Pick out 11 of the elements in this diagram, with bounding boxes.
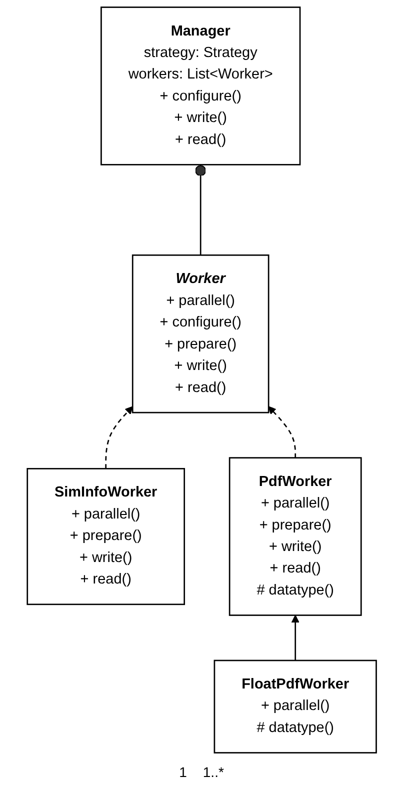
connector	[194, 164, 206, 256]
node-box: SimInfoWorker + parallel() + prepare() + write() + read()	[26, 468, 185, 606]
node-box: Manager strategy: Strategy workers: List<Worker> + configure() + write() + read()	[100, 6, 300, 166]
multiplicity-label: 1..*	[202, 764, 224, 780]
arrow	[104, 406, 133, 469]
node-box: FloatPdfWorker + parallel() # datatype()	[213, 660, 377, 754]
arrow	[291, 614, 300, 660]
node-box: Worker + parallel() + configure() + prepare() + write() + read()	[132, 254, 269, 414]
node-box: PdfWorker + parallel() + prepare() + write() + read() # datatype()	[228, 457, 362, 616]
multiplicity-label: 1	[179, 764, 187, 780]
arrow	[268, 406, 296, 458]
